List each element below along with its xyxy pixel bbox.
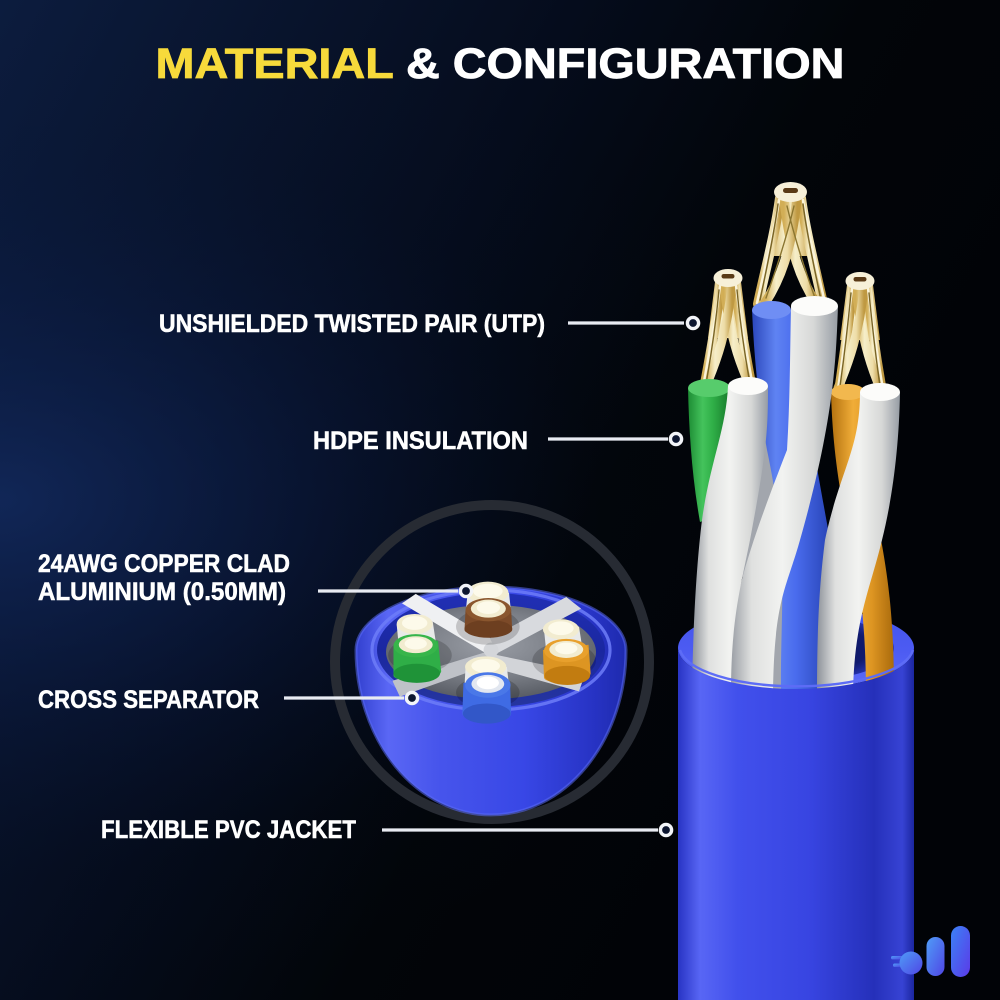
svg-text:CROSS SEPARATOR: CROSS SEPARATOR — [38, 686, 259, 714]
svg-text:ALUMINIUM (0.50MM): ALUMINIUM (0.50MM) — [38, 578, 286, 606]
svg-text:FLEXIBLE PVC JACKET: FLEXIBLE PVC JACKET — [101, 816, 356, 844]
svg-text:UNSHIELDED TWISTED PAIR (UTP): UNSHIELDED TWISTED PAIR (UTP) — [159, 310, 545, 338]
svg-text:HDPE INSULATION: HDPE INSULATION — [313, 427, 528, 455]
svg-text:MATERIAL & CONFIGURATION: MATERIAL & CONFIGURATION — [156, 41, 845, 88]
svg-text:24AWG COPPER CLAD: 24AWG COPPER CLAD — [38, 550, 290, 578]
